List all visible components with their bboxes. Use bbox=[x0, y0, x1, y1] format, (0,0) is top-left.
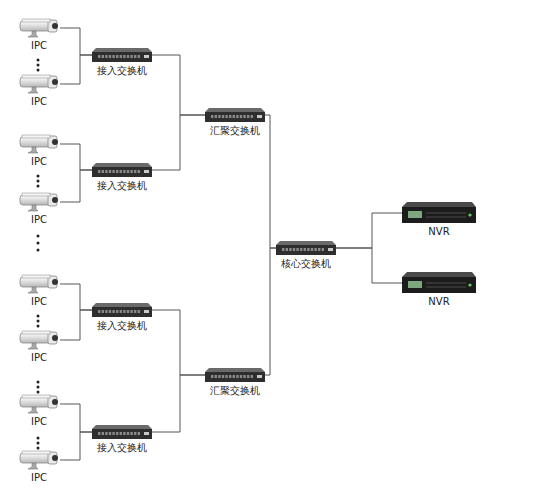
switch-icon bbox=[92, 424, 152, 440]
device-icon bbox=[18, 134, 60, 154]
ipc-camera: IPC bbox=[18, 274, 60, 308]
device-icon bbox=[402, 202, 476, 224]
ipc-camera: IPC bbox=[18, 18, 60, 52]
device-icon bbox=[92, 302, 152, 318]
device-label: IPC bbox=[31, 472, 47, 484]
device-icon bbox=[18, 18, 60, 38]
network-switch: 接入交换机 bbox=[92, 424, 152, 454]
ipc-camera: IPC bbox=[18, 330, 60, 364]
network-switch: 接入交换机 bbox=[92, 162, 152, 192]
device-icon bbox=[18, 192, 60, 212]
device-label: 核心交换机 bbox=[281, 258, 331, 270]
network-link bbox=[152, 310, 205, 375]
device-icon bbox=[92, 162, 152, 178]
switch-icon bbox=[92, 162, 152, 178]
switch-icon bbox=[92, 47, 152, 63]
device-icon bbox=[92, 424, 152, 440]
ipc-camera-icon bbox=[18, 18, 60, 38]
device-label: 接入交换机 bbox=[97, 180, 147, 192]
device-label: IPC bbox=[31, 352, 47, 364]
network-link bbox=[60, 432, 92, 460]
device-icon bbox=[18, 330, 60, 350]
ipc-camera-icon bbox=[18, 274, 60, 294]
ipc-camera-icon bbox=[18, 330, 60, 350]
device-icon bbox=[18, 74, 60, 94]
device-label: NVR bbox=[428, 296, 449, 308]
ipc-camera: IPC bbox=[18, 192, 60, 226]
ipc-camera-icon bbox=[18, 394, 60, 414]
network-link bbox=[265, 115, 276, 248]
device-label: IPC bbox=[31, 40, 47, 52]
network-switch: 核心交换机 bbox=[276, 240, 336, 270]
device-icon bbox=[205, 107, 265, 123]
device-icon bbox=[18, 450, 60, 470]
ipc-camera: IPC bbox=[18, 134, 60, 168]
device-label: IPC bbox=[31, 296, 47, 308]
device-label: 汇聚交换机 bbox=[210, 125, 260, 137]
switch-icon bbox=[92, 302, 152, 318]
nvr-icon bbox=[402, 272, 476, 294]
network-switch: 接入交换机 bbox=[92, 302, 152, 332]
network-link bbox=[152, 115, 205, 170]
device-icon bbox=[276, 240, 336, 256]
network-link bbox=[265, 248, 276, 375]
switch-icon bbox=[276, 240, 336, 256]
network-link bbox=[336, 248, 402, 283]
switch-icon bbox=[205, 107, 265, 123]
network-link bbox=[60, 170, 92, 202]
network-link bbox=[336, 213, 402, 248]
device-icon bbox=[402, 272, 476, 294]
network-link bbox=[60, 404, 92, 432]
network-link bbox=[60, 310, 92, 340]
device-label: 接入交换机 bbox=[97, 320, 147, 332]
device-label: 接入交换机 bbox=[97, 65, 147, 77]
nvr-recorder: NVR bbox=[402, 272, 476, 308]
device-label: 接入交换机 bbox=[97, 442, 147, 454]
device-label: NVR bbox=[428, 226, 449, 238]
ipc-camera-icon bbox=[18, 192, 60, 212]
switch-icon bbox=[205, 367, 265, 383]
network-link bbox=[152, 55, 205, 115]
ipc-camera-icon bbox=[18, 450, 60, 470]
network-switch: 接入交换机 bbox=[92, 47, 152, 77]
device-icon bbox=[205, 367, 265, 383]
network-link bbox=[60, 55, 92, 84]
nvr-recorder: NVR bbox=[402, 202, 476, 238]
device-icon bbox=[92, 47, 152, 63]
network-link bbox=[152, 375, 205, 432]
device-icon bbox=[18, 394, 60, 414]
network-switch: 汇聚交换机 bbox=[205, 107, 265, 137]
network-switch: 汇聚交换机 bbox=[205, 367, 265, 397]
device-icon bbox=[18, 274, 60, 294]
device-label: IPC bbox=[31, 156, 47, 168]
network-link bbox=[60, 28, 92, 55]
device-label: 汇聚交换机 bbox=[210, 385, 260, 397]
ipc-camera-icon bbox=[18, 134, 60, 154]
ipc-camera-icon bbox=[18, 74, 60, 94]
device-label: IPC bbox=[31, 416, 47, 428]
ipc-camera: IPC bbox=[18, 450, 60, 484]
network-link bbox=[60, 144, 92, 170]
device-label: IPC bbox=[31, 96, 47, 108]
nvr-icon bbox=[402, 202, 476, 224]
ipc-camera: IPC bbox=[18, 74, 60, 108]
device-label: IPC bbox=[31, 214, 47, 226]
network-link bbox=[60, 284, 92, 310]
ipc-camera: IPC bbox=[18, 394, 60, 428]
